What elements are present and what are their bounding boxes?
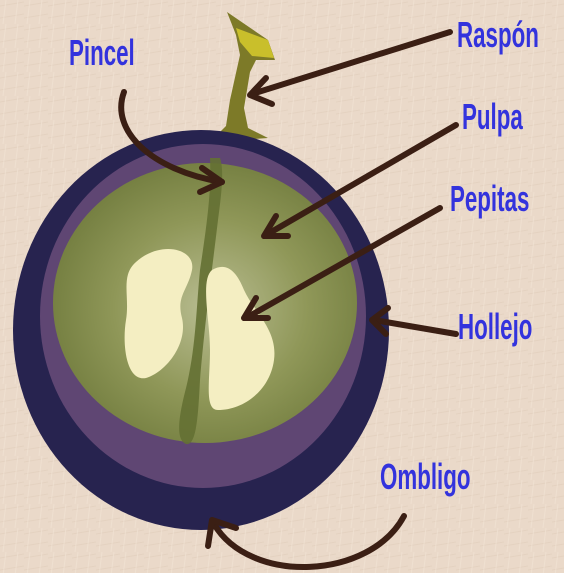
label-ombligo: Ombligo — [380, 456, 471, 498]
label-pulpa: Pulpa — [462, 96, 523, 138]
label-pepitas: Pepitas — [450, 178, 529, 220]
label-hollejo: Hollejo — [458, 306, 532, 348]
label-raspon: Raspón — [457, 14, 539, 56]
label-pincel: Pincel — [69, 32, 135, 74]
